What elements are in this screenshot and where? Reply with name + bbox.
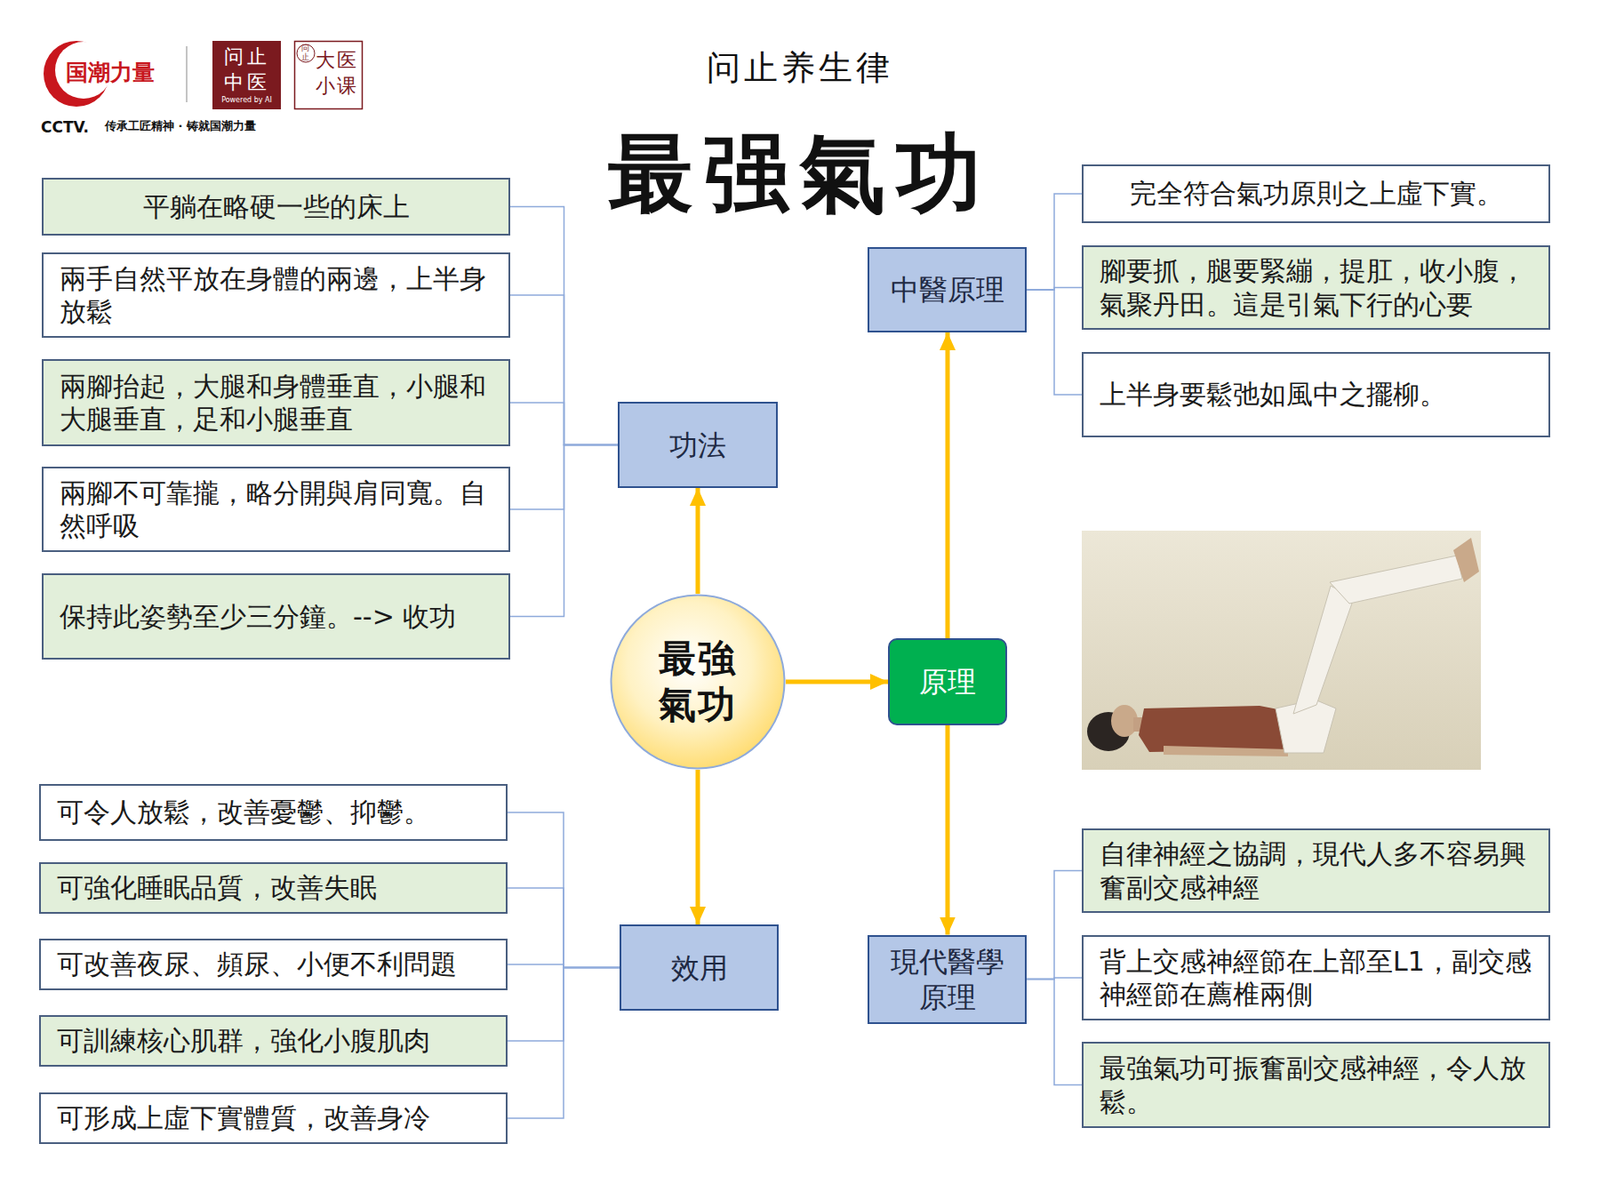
logo-text: Powered by AI — [212, 96, 281, 105]
node-text: 功法 — [628, 427, 768, 464]
item-box: 可訓練核心肌群，強化小腹肌肉 — [39, 1015, 508, 1067]
node-text: 保持此姿勢至少三分鐘。--> 收功 — [59, 600, 493, 634]
feet — [1453, 537, 1480, 583]
node-text: 可訓練核心肌群，強化小腹肌肉 — [56, 1024, 490, 1058]
connector — [510, 295, 618, 446]
logo-box — [212, 40, 281, 110]
node-text: 最強氣功可振奮副交感神經，令人放鬆。 — [1099, 1051, 1533, 1119]
node-text: 效用 — [630, 950, 768, 986]
pose-illustration — [1081, 530, 1481, 770]
photo-ground — [1081, 530, 1481, 770]
main-title: 最强氣功 — [497, 124, 1103, 223]
connector — [785, 680, 888, 685]
node-text: 可強化睡眠品質，改善失眠 — [56, 871, 490, 905]
node-text: 完全符合氣功原則之上虛下實。 — [1099, 176, 1533, 211]
circle-outline — [609, 593, 786, 770]
pants-thigh — [1293, 585, 1354, 714]
node-text: 中醫原理 — [878, 272, 1016, 308]
node-text: 自律神經之協調，現代人多不容易興奮副交感神經 — [1099, 837, 1533, 904]
node-text: 平躺在略硬一些的床上 — [59, 190, 493, 224]
item-box: 上半身要鬆弛如風中之擺柳。 — [1081, 352, 1551, 438]
circle-shape — [611, 595, 785, 769]
item-box: 最強氣功可振奮副交感神經，令人放鬆。 — [1081, 1041, 1551, 1128]
logo-seal — [296, 44, 315, 63]
node-text: 最強 氣功 — [653, 635, 744, 729]
logo-text: 问止 中医 — [221, 44, 272, 96]
node-text: 背上交感神經節在上部至L1，副交感神經節在薦椎兩側 — [1099, 944, 1533, 1012]
logo-text: 大医 小课 — [314, 48, 360, 99]
logo-box — [295, 41, 363, 110]
item-box: 腳要抓，腿要緊繃，提肛，收小腹，氣聚丹田。這是引氣下行的心要 — [1081, 245, 1551, 330]
category-box: 效用 — [619, 924, 779, 1011]
item-box: 可令人放鬆，改善憂鬱、抑鬱。 — [39, 784, 508, 841]
item-box: 兩腳不可靠攏，略分開與肩同寬。自然呼吸 — [41, 466, 511, 552]
connector — [510, 402, 618, 446]
item-box: 完全符合氣功原則之上虛下實。 — [1081, 164, 1551, 224]
item-box: 可形成上虛下實體質，改善身冷 — [39, 1092, 508, 1144]
connector — [507, 968, 620, 1120]
item-box: 兩腳抬起，大腿和身體垂直，小腿和大腿垂直，足和小腿垂直 — [41, 359, 511, 447]
pants-shin — [1329, 555, 1463, 604]
node-text: 原理 — [898, 664, 997, 700]
item-box: 可改善夜尿、頻尿、小便不利問題 — [39, 938, 508, 991]
connector — [945, 725, 951, 936]
shirt — [1138, 705, 1296, 752]
logo-text: 国潮力量 — [65, 58, 182, 88]
item-box: 可強化睡眠品質，改善失眠 — [39, 862, 508, 914]
connector — [945, 332, 951, 639]
item-box: 背上交感神經節在上部至L1，副交感神經節在薦椎兩側 — [1081, 935, 1551, 1021]
connector — [1026, 193, 1082, 290]
header-title: 问止养生律 — [622, 46, 978, 90]
node-text: 可形成上虛下實體質，改善身冷 — [56, 1101, 490, 1136]
connector — [696, 769, 701, 925]
node-text: 兩腳抬起，大腿和身體垂直，小腿和大腿垂直，足和小腿垂直 — [59, 369, 493, 437]
center-circle: 最強 氣功 — [609, 593, 786, 770]
category-box: 中醫原理 — [867, 247, 1027, 333]
logo-text: CCTV. — [40, 117, 104, 137]
node-text: 可令人放鬆，改善憂鬱、抑鬱。 — [56, 795, 490, 830]
item-box: 自律神經之協調，現代人多不容易興奮副交感神經 — [1081, 828, 1551, 913]
connector — [696, 488, 701, 594]
connector — [510, 445, 618, 617]
connector — [507, 888, 620, 968]
item-box: 保持此姿勢至少三分鐘。--> 收功 — [41, 573, 511, 660]
connector — [510, 207, 618, 446]
principle-box: 原理 — [888, 638, 1008, 726]
item-box: 平躺在略硬一些的床上 — [41, 177, 511, 236]
slogan: 传承工匠精神 · 铸就国潮力量 — [104, 119, 301, 135]
item-box: 兩手自然平放在身體的兩邊，上半身放鬆 — [41, 252, 511, 338]
logo-divider — [185, 46, 188, 103]
logo-seal-text: 问止 — [301, 44, 310, 63]
node-text: 兩腳不可靠攏，略分開與肩同寬。自然呼吸 — [59, 476, 493, 544]
node-text: 腳要抓，腿要緊繃，提肛，收小腹，氣聚丹田。這是引氣下行的心要 — [1099, 254, 1533, 321]
connector — [1026, 871, 1082, 980]
category-box: 功法 — [617, 401, 778, 488]
connector — [1026, 979, 1082, 1086]
node-text: 可改善夜尿、頻尿、小便不利問題 — [56, 947, 490, 982]
arm — [1163, 745, 1288, 757]
node-text: 上半身要鬆弛如風中之擺柳。 — [1099, 377, 1533, 412]
node-text: 現代醫學 原理 — [878, 944, 1016, 1016]
connector — [507, 812, 620, 968]
node-text: 兩手自然平放在身體的兩邊，上半身放鬆 — [59, 262, 493, 329]
category-box: 現代醫學 原理 — [867, 935, 1027, 1024]
connector — [1026, 289, 1082, 395]
